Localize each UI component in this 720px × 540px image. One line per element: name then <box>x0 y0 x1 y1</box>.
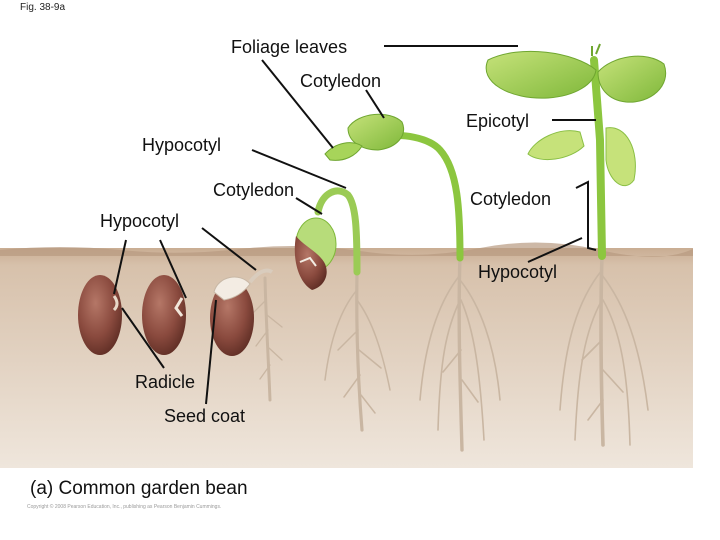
bean-seed-3 <box>210 268 274 356</box>
label-epicotyl: Epicotyl <box>466 111 530 131</box>
label-seed-coat: Seed coat <box>164 406 246 426</box>
label-cotyledon-right: Cotyledon <box>470 189 552 209</box>
label-hypocotyl-left: Hypocotyl <box>100 211 180 231</box>
label-radicle: Radicle <box>135 372 196 392</box>
seedling-stage-4 <box>294 187 361 290</box>
label-hypocotyl-upper: Hypocotyl <box>142 135 222 155</box>
figure-caption: (a) Common garden bean <box>30 478 248 499</box>
roots <box>251 253 649 452</box>
label-foliage-leaves: Foliage leaves <box>231 37 348 57</box>
bean-seed-2 <box>142 275 186 355</box>
label-cotyledon-top: Cotyledon <box>300 71 382 91</box>
seedling-stage-5 <box>324 113 464 262</box>
copyright-line: Copyright © 2008 Pearson Education, Inc.… <box>27 504 222 510</box>
label-cotyledon-middle: Cotyledon <box>213 180 295 200</box>
bean-seed-1 <box>78 275 122 355</box>
seedling-stage-6 <box>485 43 667 260</box>
figure-number: Fig. 38-9a <box>20 2 66 13</box>
leader-lines <box>113 45 597 405</box>
label-hypocotyl-right: Hypocotyl <box>478 262 558 282</box>
